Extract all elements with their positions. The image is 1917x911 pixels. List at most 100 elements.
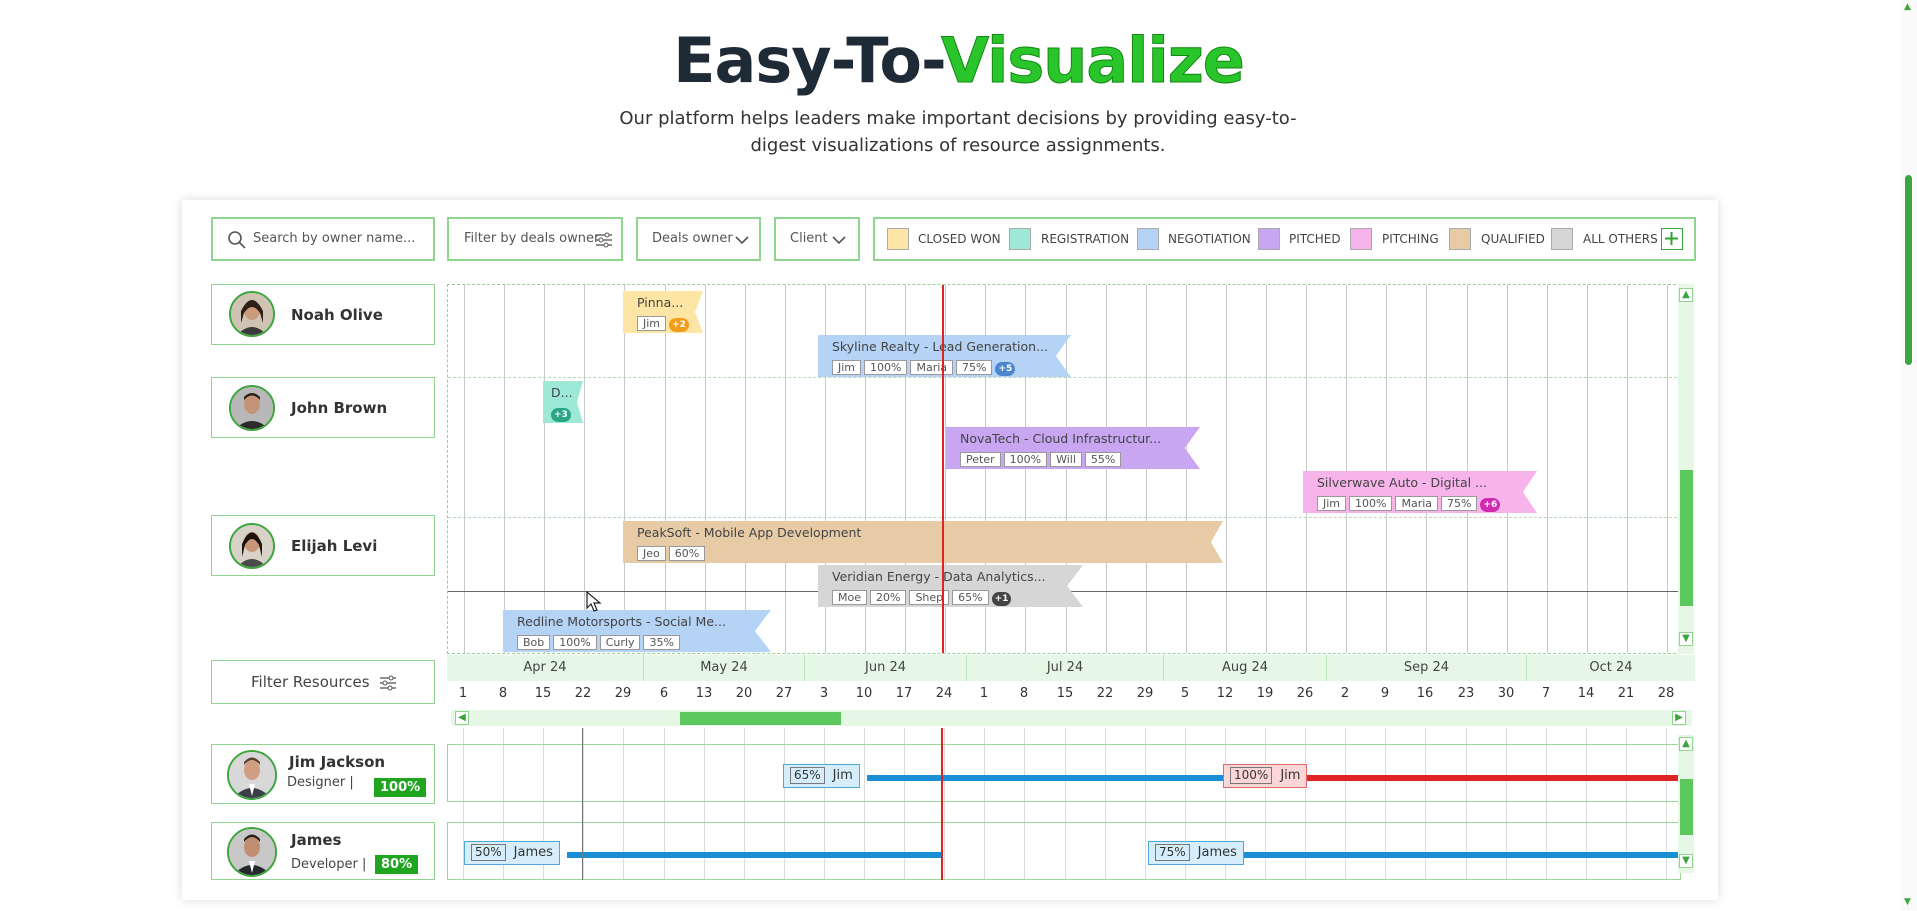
grid-line (944, 728, 945, 880)
deal-tag: 20% (870, 590, 907, 605)
grid-line (544, 285, 545, 653)
month-label: Jul 24 (967, 655, 1164, 681)
sliders-icon (380, 675, 396, 691)
assignment-label[interactable]: 75%James (1148, 841, 1244, 865)
assignment-percent: 75% (1155, 844, 1190, 861)
page-scrollbar[interactable]: ▲ ▼ (1900, 0, 1917, 911)
deal-tag: 75% (956, 360, 993, 375)
client-label: Client (790, 231, 828, 246)
scroll-down-icon[interactable]: ▼ (1679, 632, 1693, 646)
deal-tag: 100% (1003, 452, 1048, 467)
scroll-thumb[interactable] (1680, 779, 1693, 835)
deal-tag: 75% (1441, 496, 1478, 511)
scroll-thumb[interactable] (1905, 175, 1912, 365)
scroll-thumb[interactable] (1680, 470, 1693, 606)
search-box[interactable]: Search by owner name... (211, 217, 435, 261)
filter-deals-owner-label: Filter by deals owner (464, 231, 600, 246)
grid-line (1025, 285, 1026, 653)
add-button[interactable] (1661, 228, 1683, 250)
grid-line (1265, 728, 1266, 880)
grid-line (1666, 728, 1667, 880)
scroll-down-icon[interactable]: ▼ (1679, 854, 1693, 868)
deals-vertical-scrollbar[interactable]: ▲ ▼ (1678, 284, 1694, 654)
deal-tag: Bob (517, 635, 551, 650)
filter-resources-button[interactable]: Filter Resources (211, 660, 435, 704)
search-input[interactable]: Search by owner name... (253, 231, 416, 246)
scroll-up-icon[interactable]: ▲ (1679, 288, 1693, 302)
grid-line (664, 728, 665, 880)
filter-resources-label: Filter Resources (251, 673, 370, 691)
day-label: 29 (614, 686, 632, 701)
owner-card-noah-olive[interactable]: Noah Olive (211, 284, 435, 345)
grid-line (1587, 285, 1588, 653)
filter-deals-owner-button[interactable]: Filter by deals owner (447, 217, 623, 261)
deal-tag: Shep (909, 590, 950, 605)
assignment-bar[interactable] (567, 852, 941, 858)
deal-d[interactable]: D... +3 (543, 381, 583, 423)
deal-more-badge: +1 (991, 592, 1012, 606)
grid-line (1386, 285, 1387, 653)
assignment-bar[interactable] (1307, 775, 1681, 781)
owner-card-john-brown[interactable]: John Brown (211, 377, 435, 438)
scroll-up-icon[interactable]: ▲ (1904, 2, 1911, 12)
scroll-up-icon[interactable]: ▲ (1679, 737, 1693, 751)
resource-vertical-scrollbar[interactable]: ▲ ▼ (1678, 735, 1694, 873)
grid-line (824, 728, 825, 880)
day-label: 15 (1056, 686, 1074, 701)
deals-owner-dropdown[interactable]: Deals owner (636, 217, 761, 261)
owner-card-elijah-levi[interactable]: Elijah Levi (211, 515, 435, 576)
deal-title: Redline Motorsports - Social Me... (517, 614, 726, 629)
scroll-right-icon[interactable]: ▶ (1672, 711, 1686, 725)
day-label: 8 (498, 686, 508, 701)
assignment-label[interactable]: 50%James (464, 841, 560, 865)
day-label: 7 (1541, 686, 1551, 701)
grid-line (1146, 285, 1147, 653)
grid-line (1186, 285, 1187, 653)
deal-tag: Moe (832, 590, 867, 605)
legend-label: CLOSED WON (918, 232, 1001, 246)
scroll-thumb[interactable] (680, 712, 841, 725)
scroll-down-icon[interactable]: ▼ (1904, 897, 1911, 907)
assignment-label[interactable]: 100%Jim (1223, 764, 1308, 788)
timeline-horizontal-scrollbar[interactable]: ◀ ▶ (451, 710, 1692, 726)
grid-line (1385, 728, 1386, 880)
deal-pinna[interactable]: Pinna... Jim+2 (623, 291, 703, 333)
grid-line (584, 285, 585, 653)
assignment-person: James (513, 845, 553, 860)
grid-line (904, 728, 905, 880)
deal-tag: Peter (960, 452, 1001, 467)
deal-tag: 35% (643, 635, 680, 650)
grid-line (1627, 285, 1628, 653)
assignment-bar[interactable] (867, 775, 1260, 781)
deal-tag: Jim (637, 316, 667, 331)
day-label: 21 (1617, 686, 1635, 701)
grid-line (1506, 728, 1507, 880)
assignment-label[interactable]: 65%Jim (783, 764, 860, 788)
month-label: Apr 24 (447, 655, 644, 681)
deals-owner-label: Deals owner (652, 231, 733, 246)
deals-timeline: Pinna... Jim+2 Skyline Realty - Lead Gen… (447, 284, 1681, 654)
assignment-percent: 65% (790, 767, 825, 784)
day-label: 24 (935, 686, 953, 701)
today-marker (942, 285, 944, 653)
assignment-person: Jim (1280, 768, 1301, 783)
resource-card-james[interactable]: James Developer | 80% (211, 822, 435, 880)
client-dropdown[interactable]: Client (774, 217, 860, 261)
deal-title: Skyline Realty - Lead Generation... (832, 339, 1049, 354)
resource-card-jim-jackson[interactable]: Jim Jackson Designer | 100% (211, 744, 435, 804)
deal-tag: 100% (864, 360, 908, 375)
deal-title: Silverwave Auto - Digital ... (1317, 475, 1487, 490)
assignment-bar[interactable] (1237, 852, 1681, 858)
heading-prefix: Easy-To- (673, 24, 942, 97)
month-label: Jun 24 (805, 655, 967, 681)
legend-label: PITCHED (1289, 232, 1341, 246)
scroll-left-icon[interactable]: ◀ (455, 711, 469, 725)
subtitle: Our platform helps leaders make importan… (619, 108, 1297, 156)
